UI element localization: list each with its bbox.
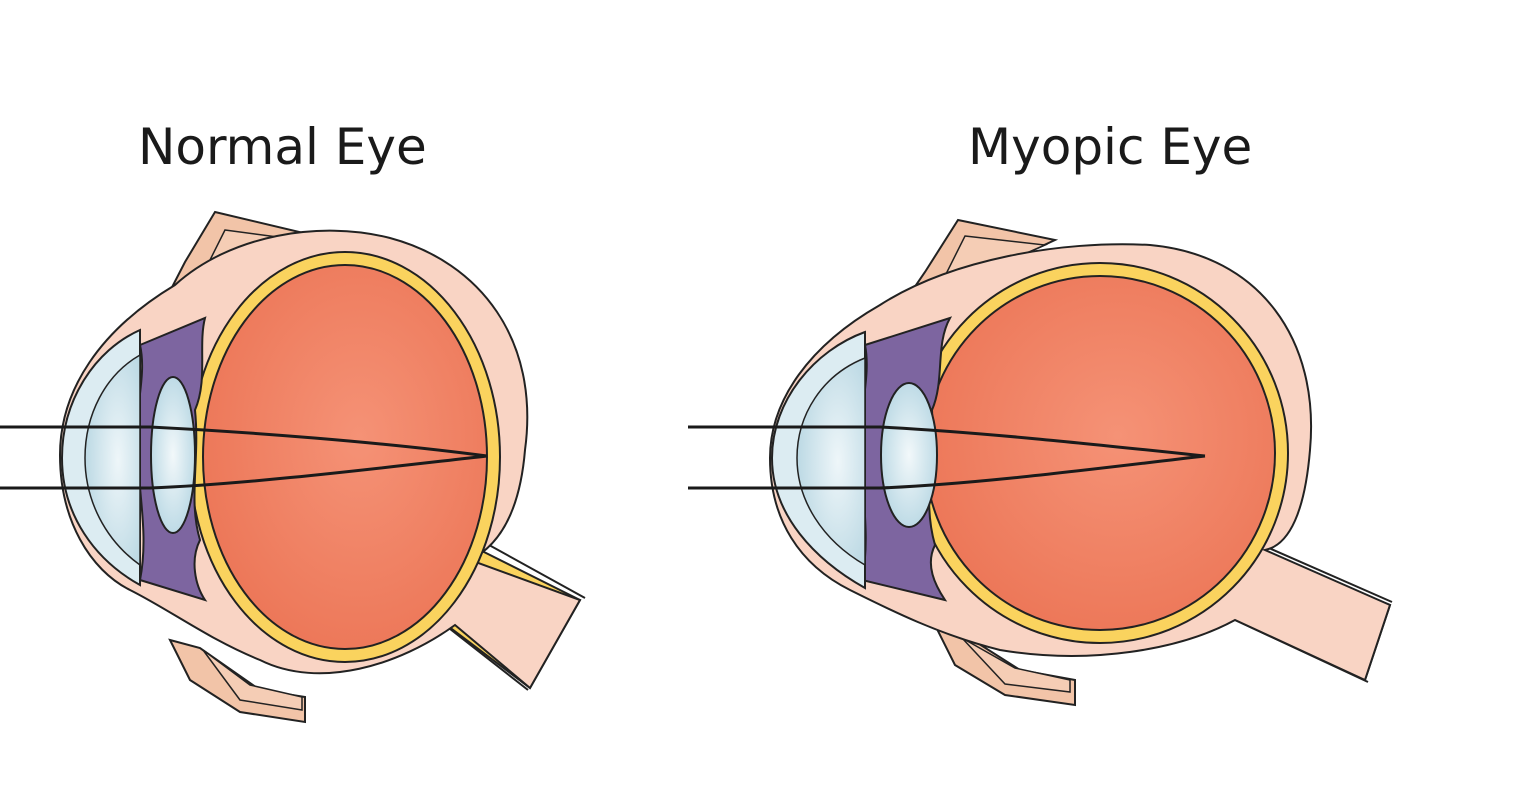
lower-eyelid-inner — [202, 649, 303, 711]
lens — [880, 382, 938, 528]
anterior-chamber — [796, 356, 866, 567]
normal-eye — [0, 210, 586, 724]
light-ray-bottom — [688, 454, 1206, 490]
normal-eye-title: Normal Eye — [138, 118, 427, 176]
vitreous-body — [924, 275, 1276, 631]
myopic-eye — [688, 218, 1393, 707]
light-ray-top — [0, 425, 488, 458]
light-ray-top — [688, 425, 1206, 458]
light-ray-bottom — [0, 454, 488, 490]
lens — [150, 376, 196, 534]
lower-eyelid-inner — [961, 637, 1071, 693]
optic-nerve-sheath — [444, 539, 586, 691]
anterior-chamber — [84, 353, 141, 567]
myopic-eye-title: Myopic Eye — [968, 118, 1253, 176]
vitreous-body — [202, 264, 488, 650]
